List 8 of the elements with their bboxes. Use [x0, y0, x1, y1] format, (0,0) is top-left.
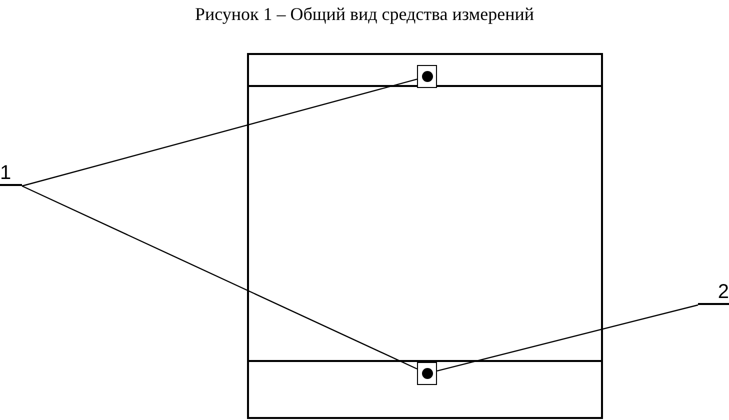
figure-title: Рисунок 1 – Общий вид средства измерений	[194, 4, 536, 25]
callout-number: 2	[698, 281, 729, 305]
seal-mark	[417, 362, 437, 385]
leader-line	[22, 78, 418, 187]
seal-mark	[417, 65, 437, 88]
callout-number: 1	[0, 162, 22, 186]
leader-line	[436, 304, 698, 372]
leader-line	[22, 185, 418, 370]
